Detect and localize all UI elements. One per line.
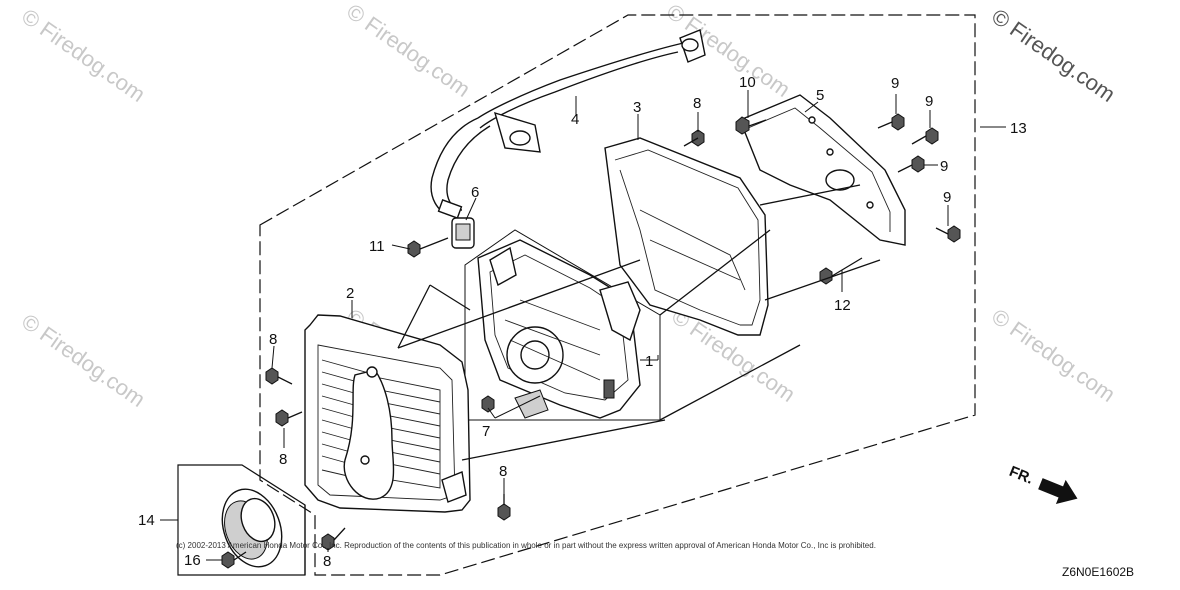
bolt-9b (911, 127, 939, 145)
pipe-clamp (451, 217, 475, 249)
bolt-7 (481, 395, 495, 413)
callout-6: 6 (471, 184, 479, 201)
callout-9-c: 9 (940, 158, 948, 175)
exhaust-pipe (430, 29, 706, 219)
bolt-8b (265, 367, 293, 385)
callout-8-left-upper: 8 (269, 331, 277, 348)
heat-shield (604, 137, 769, 336)
callout-13: 13 (1010, 120, 1027, 137)
bolt-8d (497, 494, 511, 521)
bolt-9a (877, 113, 905, 131)
callout-2: 2 (346, 285, 354, 302)
muffler-body (464, 229, 661, 421)
leader-lines (160, 90, 1006, 561)
callout-11: 11 (369, 238, 385, 255)
watermark: © Firedog.com (17, 4, 150, 107)
front-direction-indicator: FR. (1007, 463, 1078, 504)
callout-8-top: 8 (693, 95, 701, 112)
bolt-9d (935, 225, 961, 243)
callout-7: 7 (482, 423, 490, 440)
callout-16: 16 (184, 552, 201, 569)
screw-16 (221, 551, 247, 569)
callout-12: 12 (834, 297, 851, 314)
projection-lines (397, 184, 881, 461)
bolt-9c (897, 155, 925, 173)
corner-watermark: © Firedog.com (987, 4, 1120, 107)
callout-1: 1 (645, 353, 653, 370)
callout-14: 14 (138, 512, 155, 529)
copyright-notice: (c) 2002-2013 American Honda Motor Co., … (176, 541, 876, 550)
front-arrow-icon (1038, 478, 1078, 504)
bolt-8-top (683, 129, 705, 147)
muffler-bracket (739, 94, 906, 246)
bolts (221, 113, 961, 569)
bolt-8c (275, 409, 303, 427)
bolt-8e (321, 527, 346, 551)
callouts: 1 2 3 4 5 6 7 8 8 8 8 8 9 9 9 9 10 11 12… (138, 74, 1027, 570)
watermark: © Firedog.com (342, 0, 475, 102)
callout-3: 3 (633, 99, 641, 116)
callout-9-d: 9 (943, 189, 951, 206)
tail-cover (221, 488, 283, 568)
diagram-code: Z6N0E1602B (1062, 565, 1134, 579)
muffler-protector (304, 314, 471, 513)
watermark: © Firedog.com (987, 304, 1120, 407)
watermark: © Firedog.com (17, 309, 150, 412)
callout-4: 4 (571, 111, 579, 128)
callout-8-right: 8 (499, 463, 507, 480)
callout-5: 5 (816, 87, 824, 104)
assembly-outline (259, 14, 976, 576)
bolt-10 (735, 116, 767, 135)
callout-8-left-lower: 8 (279, 451, 287, 468)
callout-10: 10 (739, 74, 756, 91)
bolt-12 (819, 257, 863, 285)
callout-8-bottom: 8 (323, 553, 331, 570)
front-label: FR. (1007, 463, 1036, 488)
callout-9-a: 9 (891, 75, 899, 92)
bolt-11 (407, 237, 449, 258)
callout-9-b: 9 (925, 93, 933, 110)
